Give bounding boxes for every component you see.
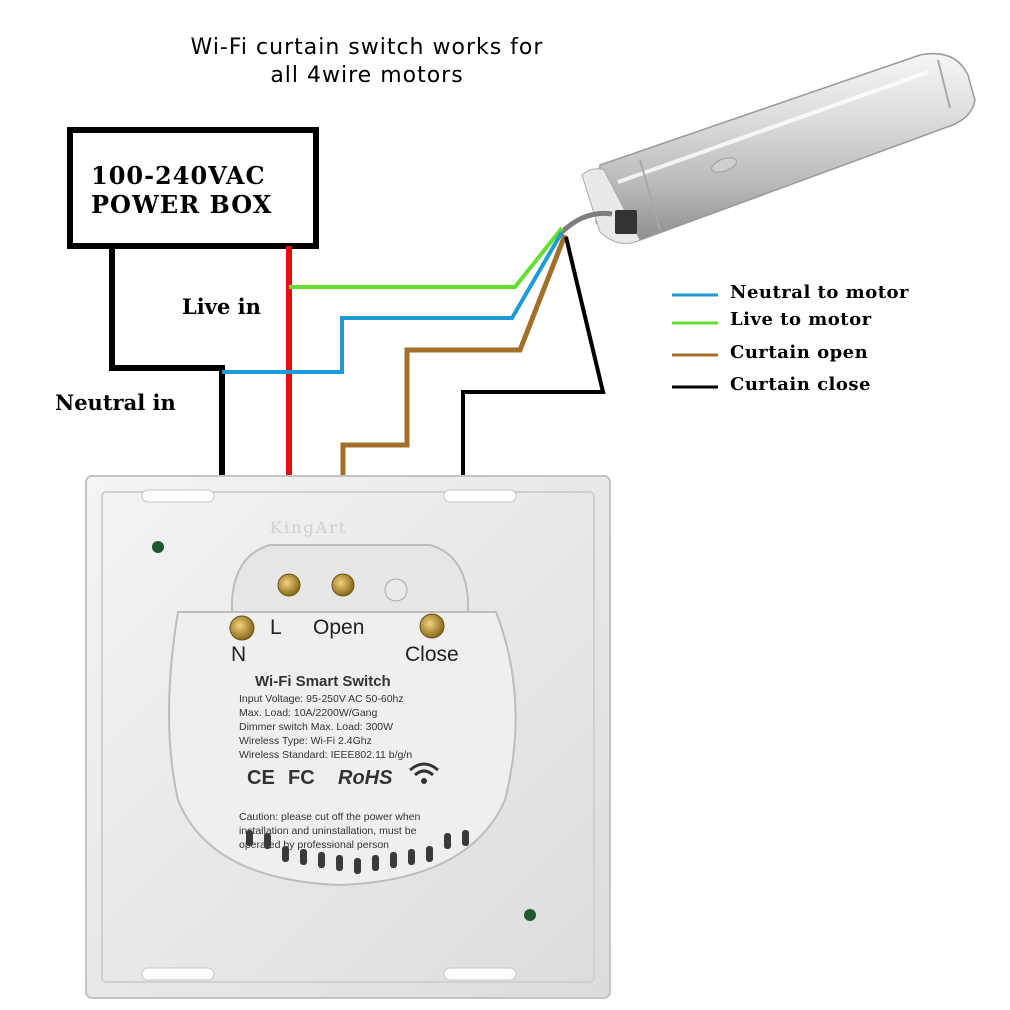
vent-slot xyxy=(318,852,325,868)
vent-slot xyxy=(264,833,271,849)
legend: Neutral to motor Live to motor Curtain o… xyxy=(672,282,909,395)
caution-line-3: operated by professional person xyxy=(239,839,389,851)
power-box: 100-240VAC POWER BOX xyxy=(67,127,319,249)
power-box-line-1: 100-240VAC xyxy=(91,161,266,190)
legend-neutral-label: Neutral to motor xyxy=(730,282,909,303)
switch-module: N L Open Close Wi-Fi Smart Switch Input … xyxy=(168,611,517,887)
spec-line-1: Input Voltage: 95-250V AC 50-60hz xyxy=(239,693,404,705)
curtain-open-wire xyxy=(340,234,568,565)
title-line-1: Wi-Fi curtain switch works for xyxy=(191,35,544,60)
legend-open-label: Curtain open xyxy=(730,342,868,363)
mount-slot-bottom-right xyxy=(443,967,517,981)
mount-slot-top-right xyxy=(443,489,517,503)
live-to-motor-wire xyxy=(289,226,564,289)
spec-line-4: Wireless Type: Wi-Fi 2.4Ghz xyxy=(239,735,372,747)
vent-slot xyxy=(408,849,415,865)
caution-line-1: Caution: please cut off the power when xyxy=(239,811,421,823)
terminal-screw-l-top xyxy=(277,573,301,597)
vent-slot xyxy=(246,830,253,846)
spec-line-5: Wireless Standard: IEEE802.11 b/g/n xyxy=(239,749,412,761)
mount-slot-bottom-left xyxy=(141,967,215,981)
neutral-in-label: Neutral in xyxy=(55,390,176,415)
curtain-motor xyxy=(560,52,976,245)
motor-tube-icon xyxy=(595,52,976,242)
spec-line-2: Max. Load: 10A/2200W/Gang xyxy=(239,707,377,719)
motor-button-icon xyxy=(711,157,737,173)
terminal-screw-n xyxy=(229,615,255,641)
vent-slot xyxy=(372,855,379,871)
indicator-dot-top xyxy=(152,541,164,553)
vent-slot xyxy=(444,833,451,849)
motor-cable xyxy=(560,210,613,234)
neutral-to-motor-wire xyxy=(222,230,564,374)
legend-close-label: Curtain close xyxy=(730,374,871,395)
live-in-label: Live in xyxy=(182,294,261,319)
wifi-icon xyxy=(409,762,439,784)
motor-connector-icon xyxy=(615,210,637,234)
fc-mark: FC xyxy=(288,767,315,789)
vent-slot xyxy=(426,846,433,862)
ce-mark: CE xyxy=(247,767,275,789)
vent-slot xyxy=(336,855,343,871)
terminal-screw-spare xyxy=(384,578,408,602)
motor-highlight xyxy=(617,70,929,184)
vent-slot xyxy=(462,830,469,846)
terminal-label-l: L xyxy=(270,616,282,639)
power-box-frame xyxy=(67,127,319,249)
vent-slot xyxy=(282,846,289,862)
terminal-label-n: N xyxy=(231,643,246,666)
vent-slot xyxy=(354,858,361,874)
motor-seam xyxy=(639,159,661,231)
terminal-label-open: Open xyxy=(313,616,364,639)
vent-slot xyxy=(390,852,397,868)
terminal-label-close: Close xyxy=(405,643,459,666)
brand-mark: KingArt xyxy=(270,518,347,537)
terminal-screw-open-top xyxy=(331,573,355,597)
rohs-mark: RoHS xyxy=(338,767,393,789)
plate-inner-rim xyxy=(101,491,595,983)
module-housing xyxy=(168,611,517,887)
power-box-line-2: POWER BOX xyxy=(91,190,272,219)
legend-live-label: Live to motor xyxy=(730,309,872,330)
spec-line-3: Dimmer switch Max. Load: 300W xyxy=(239,721,393,733)
switch-title: Wi-Fi Smart Switch xyxy=(255,673,391,690)
wires xyxy=(109,226,606,625)
terminal-block xyxy=(231,544,469,621)
mount-slot-top-left xyxy=(141,489,215,503)
caution-line-2: installation and uninstallation, must be xyxy=(239,825,417,837)
motor-end-seam xyxy=(937,59,951,109)
title-line-2: all 4wire motors xyxy=(270,63,463,88)
indicator-dot-bottom xyxy=(524,909,536,921)
vent-slots xyxy=(246,830,469,874)
terminal-screw-close xyxy=(419,613,445,639)
vent-slot xyxy=(300,849,307,865)
